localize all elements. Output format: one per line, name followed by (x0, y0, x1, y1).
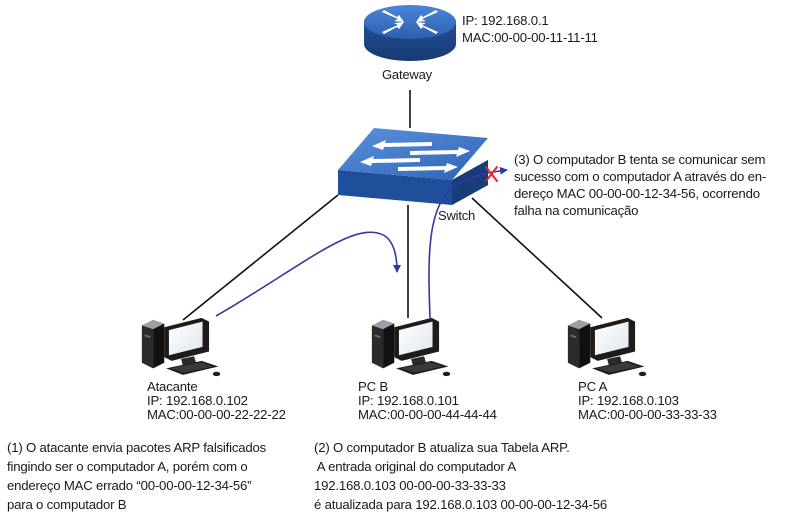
attacker-name: Atacante (147, 379, 198, 394)
note-step1-line3: endereço MAC errado “00-00-00-12-34-56” (7, 478, 252, 493)
pc-a-ip: IP: 192.168.0.103 (578, 393, 679, 408)
note-step1-line2: fingindo ser o computador A, porém com o (7, 459, 248, 474)
pc-b-ip: IP: 192.168.0.101 (358, 393, 459, 408)
link-switch-attacker (182, 194, 339, 321)
gateway-label: Gateway (382, 67, 432, 82)
switch-icon (338, 128, 488, 205)
note-step2-line2: A entrada original do computador A (314, 459, 516, 474)
link-switch-pc-a (471, 197, 603, 319)
pc-b-computer (371, 317, 451, 377)
gateway-mac: MAC:00-00-00-11-11-11 (462, 30, 598, 45)
note-step3-line2: sucesso com o computador A através do en… (514, 169, 767, 184)
spoofed-arp-arrow (215, 231, 401, 317)
desktop-computer-icon (371, 317, 451, 377)
note-step3-line4: falha na comunicação (514, 203, 639, 218)
note-step1-line1: (1) O atacante envia pacotes ARP falsifi… (7, 440, 267, 455)
attacker-computer (141, 317, 221, 377)
failed-communication-arrow (428, 166, 508, 319)
note-step1-line4: para o computador B (7, 497, 127, 512)
note-step2-line4: é atualizada para 192.168.0.103 00-00-00… (314, 497, 608, 512)
note-step3-line1: (3) O computador B tenta se comunicar se… (514, 152, 766, 167)
network-links (182, 90, 603, 321)
pc-a-computer (567, 317, 647, 377)
desktop-computer-icon (141, 317, 221, 377)
note-step2-line1: (2) O computador B atualiza sua Tabela A… (314, 440, 570, 455)
pc-a-mac: MAC:00-00-00-33-33-33 (578, 407, 717, 422)
desktop-computer-icon (567, 317, 647, 377)
attacker-mac: MAC:00-00-00-22-22-22 (147, 407, 286, 422)
note-step3-line3: dereço MAC 00-00-00-12-34-56, ocorrendo (514, 186, 760, 201)
pc-a-name: PC A (578, 379, 608, 394)
pc-b-name: PC B (358, 379, 388, 394)
attacker-ip: IP: 192.168.0.102 (147, 393, 248, 408)
pc-b-mac: MAC:00-00-00-44-44-44 (358, 407, 497, 422)
x-mark-icon (485, 166, 498, 182)
router-icon (364, 5, 456, 61)
switch-label: Switch (438, 208, 476, 223)
note-step2-line3: 192.168.0.103 00-00-00-33-33-33 (314, 478, 506, 493)
gateway-ip: IP: 192.168.0.1 (462, 13, 549, 28)
